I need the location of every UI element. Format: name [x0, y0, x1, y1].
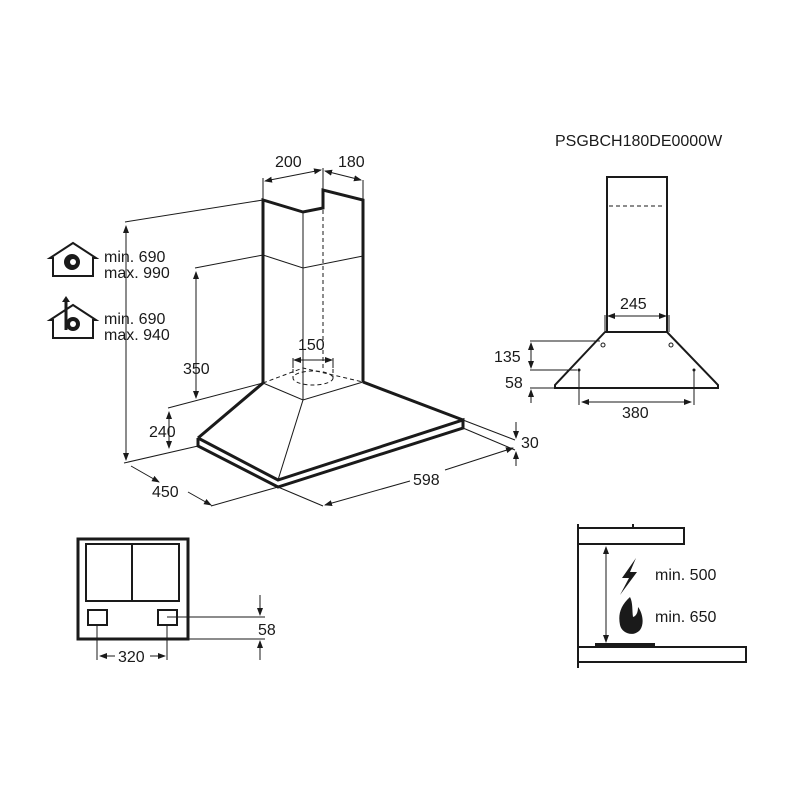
main-isometric-view: 200 180 150 350 240 450 598 30 min. 690 …	[46, 154, 539, 507]
duct-diameter-label: 150	[298, 337, 325, 354]
height-240-label: 240	[149, 424, 176, 441]
canopy	[196, 358, 465, 489]
side-view: PSGBCH180DE0000W 245 135 58 380	[494, 133, 723, 422]
height-58-label: 58	[505, 375, 523, 392]
recirculation-house-icon	[46, 296, 100, 339]
spacing-320-label: 320	[118, 649, 145, 666]
depth-label: 450	[152, 484, 179, 501]
bottom-view: 320 58	[76, 537, 276, 666]
width-label: 598	[413, 472, 440, 489]
electric-clearance-label: min. 500	[655, 567, 716, 584]
extraction-house-icon	[46, 241, 100, 277]
recirculation-min-label: min. 690	[104, 311, 165, 328]
hole-spacing-380-label: 380	[622, 405, 649, 422]
clearance-view: min. 500 min. 650	[577, 524, 747, 668]
offset-58-label: 58	[258, 622, 276, 639]
gas-flame-icon	[619, 597, 643, 634]
electric-bolt-icon	[620, 558, 637, 595]
recirculation-max-label: max. 940	[104, 327, 170, 344]
chimney	[261, 188, 365, 400]
chimney-width-label: 200	[275, 154, 302, 171]
extraction-max-label: max. 990	[104, 265, 170, 282]
model-number: PSGBCH180DE0000W	[555, 133, 723, 150]
height-135-label: 135	[494, 349, 521, 366]
hole-spacing-245-label: 245	[620, 296, 647, 313]
chimney-depth-label: 180	[338, 154, 365, 171]
dimension-lines	[123, 168, 519, 507]
extraction-min-label: min. 690	[104, 249, 165, 266]
thickness-label: 30	[521, 435, 539, 452]
gas-clearance-label: min. 650	[655, 609, 716, 626]
height-350-label: 350	[183, 361, 210, 378]
